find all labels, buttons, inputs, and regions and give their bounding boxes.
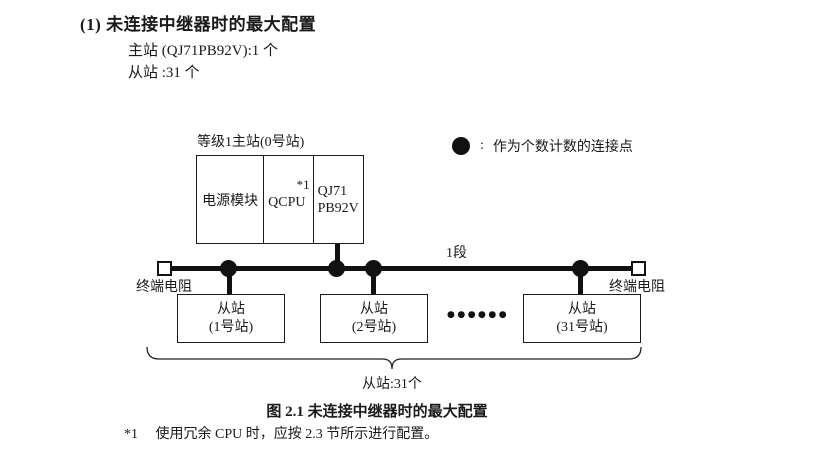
slave31-line1: 从站 xyxy=(568,301,596,317)
power-module-cell: 电源模块 xyxy=(202,193,259,209)
qj71pb92v-cell: QJ71 PB92V xyxy=(312,156,363,243)
connection-point-dot-icon xyxy=(572,260,589,277)
qcpu-cell: *1 QCPU xyxy=(263,156,312,243)
slave2-drop-line xyxy=(371,270,376,295)
master-station-box: 电源模块 *1 QCPU QJ71 PB92V xyxy=(196,155,364,244)
master-drop-line xyxy=(335,244,340,268)
terminating-resistor-right-label: 终端电阻 xyxy=(609,280,665,295)
legend: : 作为个数计数的连接点 xyxy=(452,136,633,156)
connection-point-dot-icon xyxy=(220,260,237,277)
connection-point-dot-icon xyxy=(365,260,382,277)
slave-station-1-box: 从站 (1号站) xyxy=(177,294,285,343)
footnote: *1 使用冗余 CPU 时，应按 2.3 节所示进行配置。 xyxy=(124,423,438,443)
slave31-line2: (31号站) xyxy=(556,319,608,335)
figure-caption: 图 2.1 未连接中继器时的最大配置 xyxy=(266,404,488,420)
footnote-marker: *1 xyxy=(124,427,138,442)
footnote-text: 使用冗余 CPU 时，应按 2.3 节所示进行配置。 xyxy=(155,427,439,442)
terminating-resistor-left-icon xyxy=(157,261,172,276)
legend-text: 作为个数计数的连接点 xyxy=(492,140,633,155)
slave-station-2-box: 从站 (2号站) xyxy=(320,294,428,343)
slaves-total-label: 从站:31个 xyxy=(362,377,422,392)
segment-label: 1段 xyxy=(446,246,467,261)
slave-station-31-box: 从站 (31号站) xyxy=(523,294,641,343)
connection-point-dot-icon xyxy=(328,260,345,277)
qj71pb92v-line2: PB92V xyxy=(317,200,359,216)
terminating-resistor-left-label: 终端电阻 xyxy=(136,280,192,295)
connection-point-dot-icon xyxy=(452,137,470,155)
slave1-line1: 从站 xyxy=(217,301,245,317)
bus-line xyxy=(167,266,633,271)
slave2-line1: 从站 xyxy=(360,301,388,317)
qcpu-label: QCPU xyxy=(268,195,306,210)
terminating-resistor-right-icon xyxy=(631,261,646,276)
master-count-line: 主站 (QJ71PB92V):1 个 xyxy=(128,43,279,59)
slaves-brace xyxy=(146,346,642,370)
slave-count-line: 从站 :31 个 xyxy=(128,65,200,81)
legend-separator: : xyxy=(480,138,484,153)
section-heading: (1) 未连接中继器时的最大配置 xyxy=(80,15,317,34)
qj71pb92v-line1: QJ71 xyxy=(317,183,348,199)
qcpu-footnote-marker: *1 xyxy=(296,177,310,192)
master-station-label: 等级1主站(0号站) xyxy=(197,135,305,150)
slave2-line2: (2号站) xyxy=(351,319,397,335)
slave31-drop-line xyxy=(578,270,583,295)
ellipsis-dots: ●●●●●● xyxy=(447,310,510,320)
slave1-drop-line xyxy=(227,270,232,295)
slave1-line2: (1号站) xyxy=(208,319,254,335)
